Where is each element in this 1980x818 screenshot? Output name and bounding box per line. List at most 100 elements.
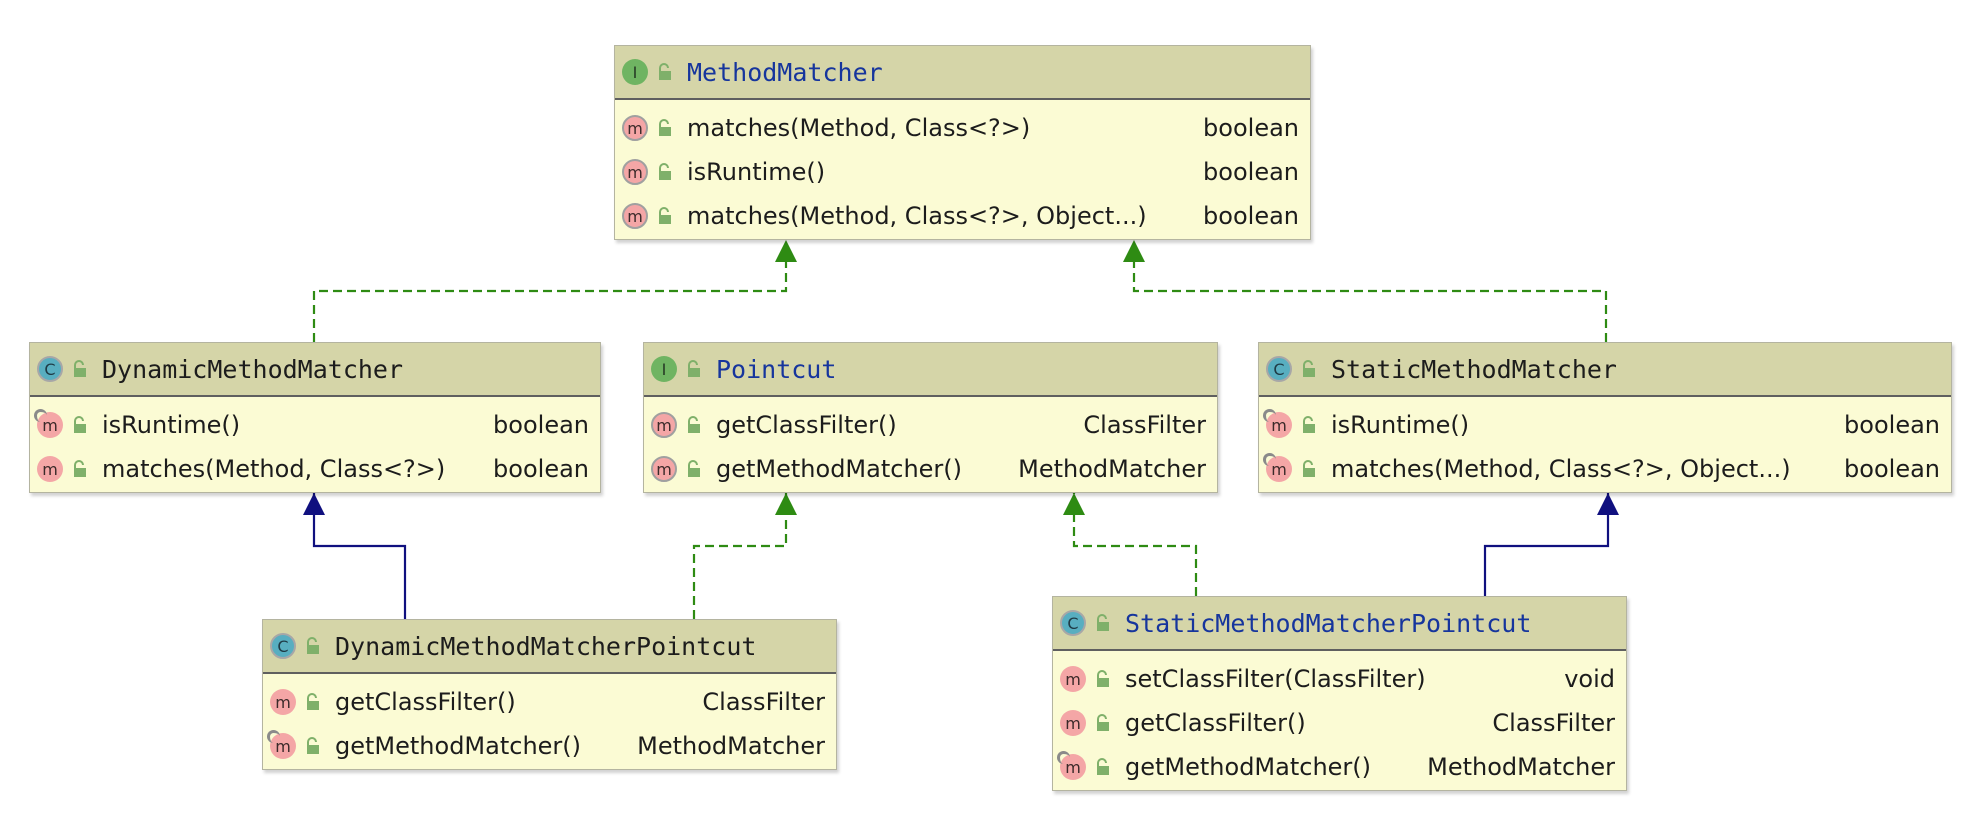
node-dynamic-method-matcher-pointcut[interactable]: C DynamicMethodMatcherPointcut m getClas…	[262, 619, 837, 770]
extends-arrowhead	[1597, 493, 1619, 515]
node-header: C DynamicMethodMatcherPointcut	[263, 620, 836, 674]
extends-edge-line	[312, 493, 407, 619]
return-type: MethodMatcher	[1018, 455, 1206, 483]
public-lock-icon	[688, 416, 700, 433]
return-type: boolean	[493, 411, 589, 439]
method-icon: m	[37, 412, 63, 438]
extends-edge-line	[1483, 493, 1610, 596]
implements-edge-line	[692, 493, 788, 619]
node-title: StaticMethodMatcher	[1331, 354, 1617, 384]
interface-icon: I	[622, 59, 648, 85]
return-type: boolean	[493, 455, 589, 483]
implements-edge-line	[312, 240, 788, 342]
method-row[interactable]: m getMethodMatcher() MethodMatcher	[1053, 745, 1626, 789]
node-header: C StaticMethodMatcherPointcut	[1053, 597, 1626, 651]
return-type: MethodMatcher	[637, 732, 825, 760]
node-dynamic-method-matcher[interactable]: C DynamicMethodMatcher m isRuntime() boo…	[29, 342, 601, 493]
node-header: I Pointcut	[644, 343, 1217, 397]
method-icon: m	[270, 689, 296, 715]
public-lock-icon	[688, 460, 700, 477]
method-icon: m	[270, 733, 296, 759]
implements-arrowhead	[1123, 240, 1145, 262]
return-type: void	[1564, 665, 1615, 693]
public-lock-icon	[1097, 614, 1109, 631]
node-header: C StaticMethodMatcher	[1259, 343, 1951, 397]
method-row[interactable]: m isRuntime() boolean	[615, 150, 1310, 194]
method-signature: isRuntime()	[102, 411, 241, 439]
method-icon: m	[1266, 412, 1292, 438]
node-static-method-matcher[interactable]: C StaticMethodMatcher m isRuntime() bool…	[1258, 342, 1952, 493]
method-signature: matches(Method, Class<?>)	[102, 455, 446, 483]
public-lock-icon	[1303, 416, 1315, 433]
return-type: ClassFilter	[1083, 411, 1206, 439]
public-lock-icon	[307, 737, 319, 754]
method-signature: getClassFilter()	[1125, 709, 1306, 737]
method-signature: getMethodMatcher()	[716, 455, 963, 483]
return-type: boolean	[1203, 158, 1299, 186]
method-row[interactable]: m getClassFilter() ClassFilter	[644, 403, 1217, 447]
extends-arrowhead	[303, 493, 325, 515]
method-row[interactable]: m matches(Method, Class<?>, Object...) b…	[1259, 447, 1951, 491]
method-row[interactable]: m getMethodMatcher() MethodMatcher	[644, 447, 1217, 491]
method-icon: m	[622, 203, 648, 229]
public-lock-icon	[1097, 714, 1109, 731]
method-icon: m	[1060, 754, 1086, 780]
return-type: boolean	[1203, 114, 1299, 142]
node-header: I MethodMatcher	[615, 46, 1310, 100]
node-title: Pointcut	[716, 354, 837, 384]
public-lock-icon	[74, 416, 86, 433]
return-type: boolean	[1844, 455, 1940, 483]
node-pointcut[interactable]: I Pointcut m getClassFilter() ClassFilte…	[643, 342, 1218, 493]
return-type: MethodMatcher	[1427, 753, 1615, 781]
method-icon: m	[1060, 666, 1086, 692]
public-lock-icon	[659, 163, 671, 180]
method-signature: setClassFilter(ClassFilter)	[1125, 665, 1426, 693]
public-lock-icon	[307, 637, 319, 654]
method-row[interactable]: m matches(Method, Class<?>, Object...) b…	[615, 194, 1310, 238]
class-icon: C	[270, 633, 296, 659]
method-signature: getMethodMatcher()	[1125, 753, 1372, 781]
return-type: boolean	[1203, 202, 1299, 230]
method-signature: matches(Method, Class<?>)	[687, 114, 1031, 142]
method-signature: isRuntime()	[1331, 411, 1470, 439]
method-row[interactable]: m getClassFilter() ClassFilter	[1053, 701, 1626, 745]
implements-arrowhead	[1063, 493, 1085, 515]
public-lock-icon	[74, 460, 86, 477]
implements-edge-line	[1072, 493, 1198, 596]
interface-icon: I	[651, 356, 677, 382]
method-icon: m	[1266, 456, 1292, 482]
method-row[interactable]: m getMethodMatcher() MethodMatcher	[263, 724, 836, 768]
method-signature: isRuntime()	[687, 158, 826, 186]
method-row[interactable]: m matches(Method, Class<?>) boolean	[615, 106, 1310, 150]
method-row[interactable]: m isRuntime() boolean	[30, 403, 600, 447]
public-lock-icon	[1303, 360, 1315, 377]
node-title: DynamicMethodMatcher	[102, 354, 404, 384]
method-icon: m	[651, 456, 677, 482]
class-icon: C	[37, 356, 63, 382]
public-lock-icon	[659, 63, 671, 80]
node-title: DynamicMethodMatcherPointcut	[335, 631, 757, 661]
method-row[interactable]: m matches(Method, Class<?>) boolean	[30, 447, 600, 491]
method-icon: m	[1060, 710, 1086, 736]
method-signature: matches(Method, Class<?>, Object...)	[687, 202, 1147, 230]
node-static-method-matcher-pointcut[interactable]: C StaticMethodMatcherPointcut m setClass…	[1052, 596, 1627, 791]
method-icon: m	[651, 412, 677, 438]
method-row[interactable]: m setClassFilter(ClassFilter) void	[1053, 657, 1626, 701]
implements-arrowhead	[775, 240, 797, 262]
node-title: MethodMatcher	[687, 57, 883, 87]
public-lock-icon	[688, 360, 700, 377]
node-method-matcher[interactable]: I MethodMatcher m matches(Method, Class<…	[614, 45, 1311, 240]
return-type: boolean	[1844, 411, 1940, 439]
implements-edge-line	[1132, 240, 1608, 342]
public-lock-icon	[74, 360, 86, 377]
method-row[interactable]: m isRuntime() boolean	[1259, 403, 1951, 447]
public-lock-icon	[659, 207, 671, 224]
class-icon: C	[1060, 610, 1086, 636]
implements-arrowhead	[775, 493, 797, 515]
method-row[interactable]: m getClassFilter() ClassFilter	[263, 680, 836, 724]
node-title: StaticMethodMatcherPointcut	[1125, 608, 1532, 638]
method-icon: m	[37, 456, 63, 482]
method-signature: getClassFilter()	[335, 688, 516, 716]
public-lock-icon	[307, 693, 319, 710]
